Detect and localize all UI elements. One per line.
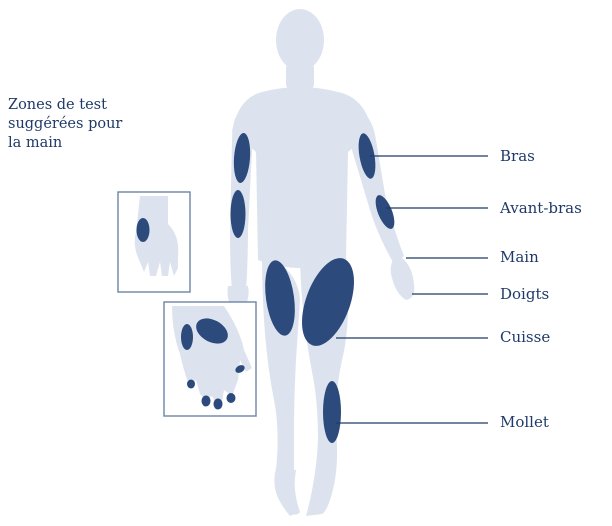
zone-fingertip-3 (214, 399, 223, 410)
zone-palm-side (137, 218, 150, 242)
label-main: Main (500, 250, 539, 265)
zone-fingertip-1 (187, 380, 195, 389)
label-mollet: Mollet (500, 415, 549, 430)
zone-inset-thumb-side (181, 324, 193, 350)
label-doigts: Doigts (500, 287, 549, 302)
hand-inset-palm (118, 192, 190, 292)
zone-fingertip-2 (202, 396, 211, 407)
caption-line-2: suggérées pour (8, 115, 178, 134)
label-cuisse: Cuisse (500, 330, 550, 345)
label-bras: Bras (500, 149, 535, 164)
zone-fingertip-4 (227, 393, 236, 403)
zone-calf (323, 381, 341, 443)
hand-inset-fingers (164, 302, 256, 416)
label-avant-bras: Avant-bras (500, 201, 582, 216)
hand-zones-caption: Zones de test suggérées pour la main (8, 96, 178, 153)
body-silhouette (228, 9, 415, 516)
zone-left-forearm (231, 190, 246, 238)
caption-line-1: Zones de test (8, 96, 178, 115)
caption-line-3: la main (8, 134, 178, 153)
